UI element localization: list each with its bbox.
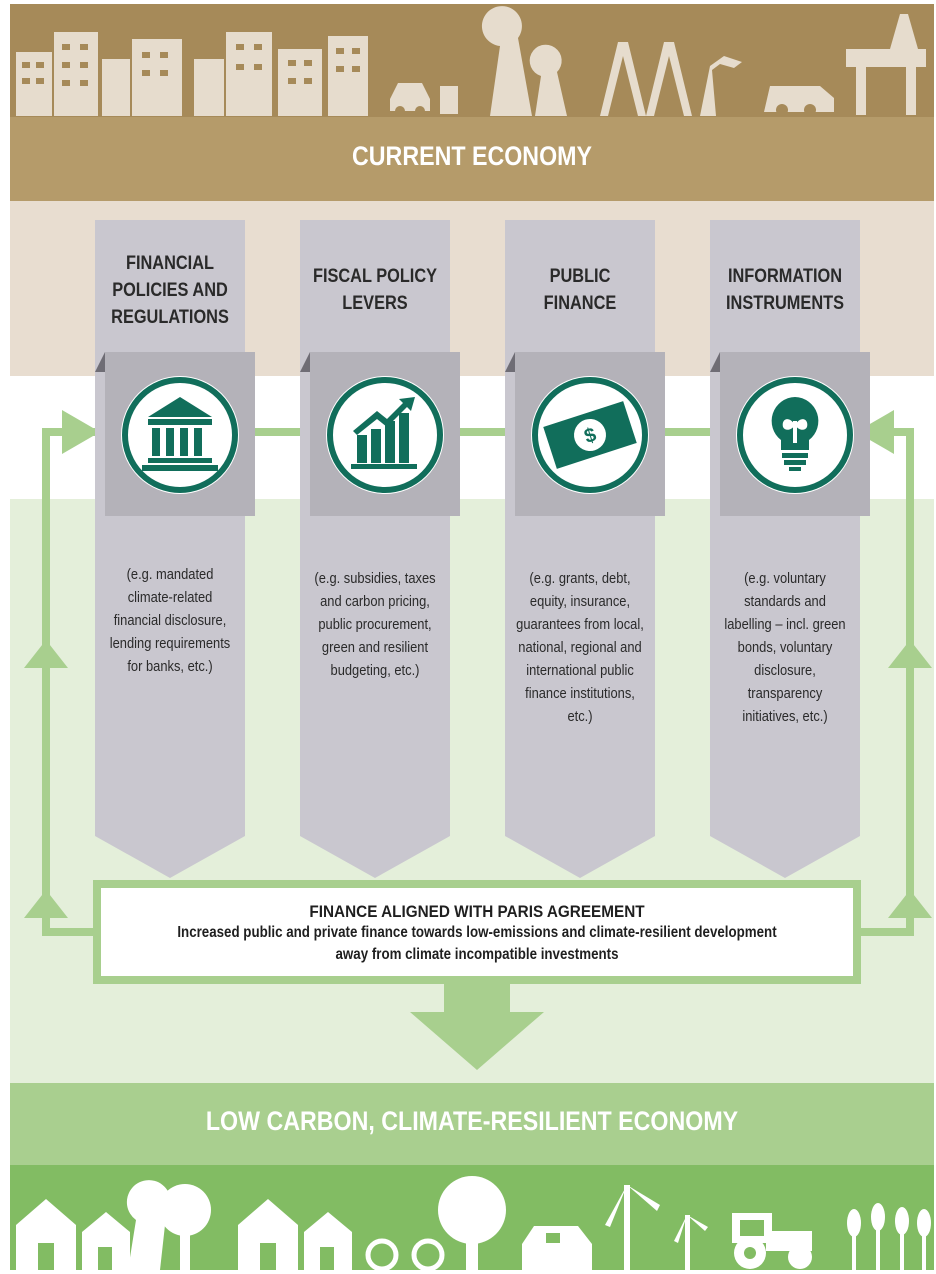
bank-building-icon xyxy=(121,376,239,494)
finance-box-line2: away from climate incompatible investmen… xyxy=(335,946,619,963)
finance-box-line1: Increased public and private finance tow… xyxy=(177,924,777,941)
green-economy-illustration xyxy=(16,1176,931,1270)
industrial-skyline-illustration xyxy=(16,6,926,116)
column-desc-fiscal-policy: (e.g. subsidies, taxes and carbon pricin… xyxy=(314,570,436,679)
finance-aligned-box: FINANCE ALIGNED WITH PARIS AGREEMENT Inc… xyxy=(93,880,861,984)
low-carbon-band: LOW CARBON, CLIMATE-RESILIENT ECONOMY xyxy=(10,1083,934,1165)
column-title-fiscal-policy: FISCAL POLICY LEVERS xyxy=(312,266,438,314)
column-title-financial-policies: FINANCIAL POLICIES AND REGULATIONS xyxy=(111,252,229,328)
column-desc-public-finance: (e.g. grants, debt, equity, insurance, g… xyxy=(516,570,644,725)
finance-box-title: FINANCE ALIGNED WITH PARIS AGREEMENT xyxy=(309,902,645,921)
current-economy-title: CURRENT ECONOMY xyxy=(352,141,592,171)
dollar-banknote-icon: $ xyxy=(531,376,649,494)
low-carbon-title: LOW CARBON, CLIMATE-RESILIENT ECONOMY xyxy=(205,1106,739,1136)
lightbulb-sprout-icon xyxy=(736,376,854,494)
column-desc-financial-policies: (e.g. mandated climate-related financial… xyxy=(109,566,231,675)
down-arrow xyxy=(410,984,544,1070)
column-title-information-instruments: INFORMATION INSTRUMENTS xyxy=(725,266,845,314)
column-desc-information-instruments: (e.g. voluntary standards and labelling … xyxy=(724,570,846,725)
growth-bar-chart-icon xyxy=(326,376,444,494)
column-title-public-finance: PUBLIC FINANCE xyxy=(543,266,617,314)
current-economy-band: CURRENT ECONOMY xyxy=(10,117,934,201)
